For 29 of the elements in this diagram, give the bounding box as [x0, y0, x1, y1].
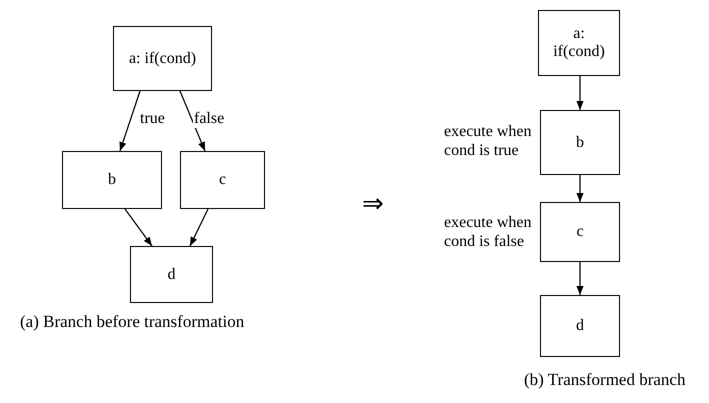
- process-box: [62, 151, 162, 209]
- node-note: execute when cond is false: [444, 213, 533, 251]
- process-box: [540, 110, 620, 175]
- arrow: [124, 208, 152, 246]
- caption: (a) Branch before transformation: [20, 311, 246, 332]
- arrow: [189, 208, 209, 246]
- node-label: d: [575, 317, 585, 335]
- process-box: [113, 26, 212, 91]
- arrow: [179, 90, 206, 152]
- node-label: c: [575, 223, 585, 241]
- node-label: a: if(cond): [128, 50, 197, 68]
- node-label: b: [575, 134, 585, 152]
- process-box: [538, 10, 620, 76]
- process-box: [130, 246, 213, 303]
- node-label: c: [218, 171, 228, 189]
- node-label: b: [107, 171, 117, 189]
- arrow: [576, 175, 584, 202]
- node-label: d: [166, 266, 176, 284]
- arrow: [576, 262, 584, 295]
- node-note: execute when cond is true: [444, 122, 533, 160]
- transform-symbol: ⇒: [362, 190, 384, 218]
- node-label: a: if(cond): [553, 25, 605, 61]
- process-box: [180, 151, 265, 209]
- process-box: [540, 202, 620, 262]
- caption: (b) Transformed branch: [524, 369, 686, 390]
- edge-label: false: [193, 110, 226, 128]
- arrow: [119, 90, 141, 152]
- arrow: [576, 76, 584, 110]
- process-box: [540, 295, 620, 357]
